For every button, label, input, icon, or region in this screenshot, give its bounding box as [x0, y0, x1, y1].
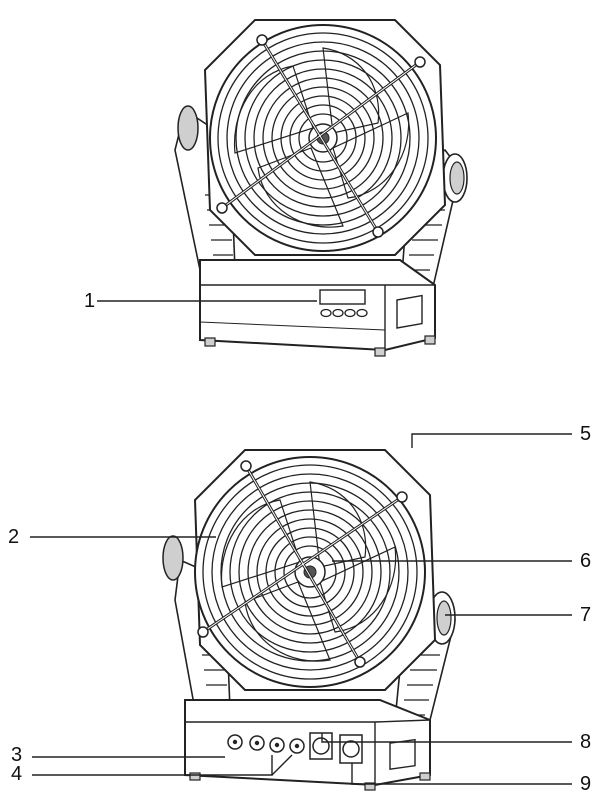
leader-4b — [271, 754, 293, 776]
callout-3: 3 — [11, 744, 23, 766]
front-view — [97, 19, 468, 357]
feet-front — [204, 335, 436, 357]
tilt-knob-left — [177, 105, 199, 151]
leader-8 — [321, 733, 572, 743]
fan-guard-front — [217, 32, 429, 244]
callout-1: 1 — [84, 290, 96, 312]
tilt-knob-left-rear — [162, 535, 184, 581]
callout-7: 7 — [580, 604, 592, 626]
leader-9 — [351, 763, 572, 785]
side-label-plate — [396, 294, 423, 329]
callout-6: 6 — [580, 550, 592, 572]
callout-4: 4 — [11, 763, 23, 785]
control-buttons — [320, 308, 368, 318]
side-label-plate-rear — [389, 738, 416, 770]
rear-view — [30, 433, 572, 791]
callout-9: 9 — [580, 773, 592, 795]
feet-rear — [189, 772, 431, 791]
callout-8: 8 — [580, 731, 592, 753]
callout-2: 2 — [8, 526, 20, 548]
control-display — [319, 289, 366, 305]
callout-5: 5 — [580, 423, 592, 445]
leader-5 — [411, 433, 572, 448]
